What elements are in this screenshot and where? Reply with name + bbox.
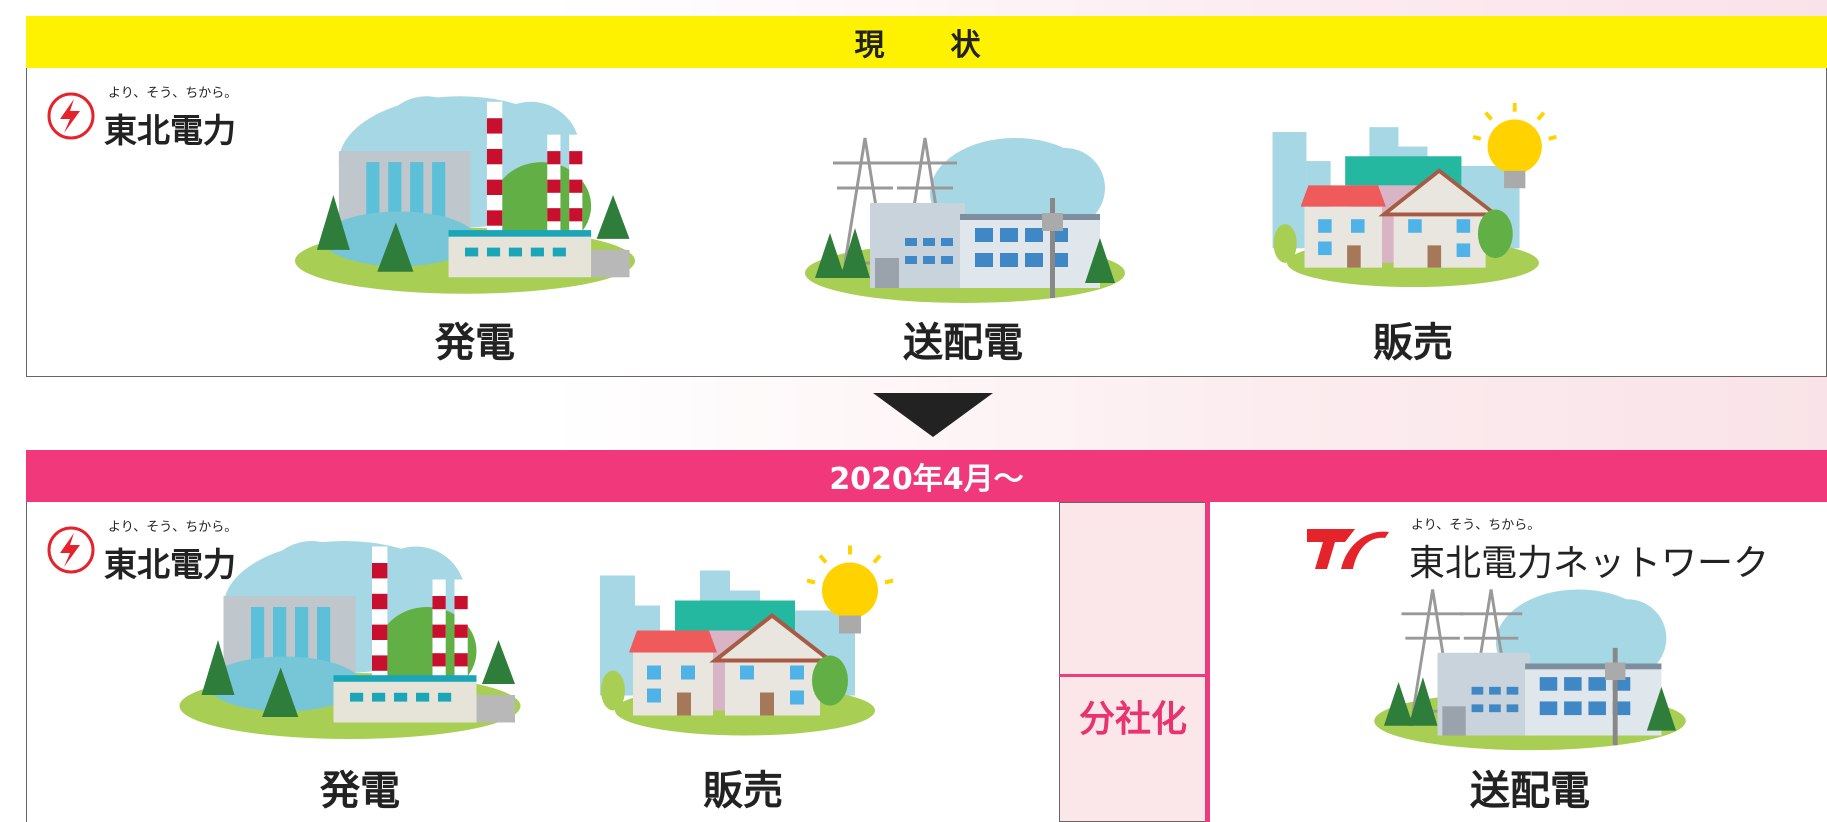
separation-divider <box>1205 502 1208 822</box>
network-logo: より、そう、ちから。 東北電力ネットワーク <box>1307 514 1769 586</box>
down-arrow-icon <box>873 393 993 437</box>
caption-generation-top: 発電 <box>435 320 515 366</box>
transmission-illustration <box>803 136 1127 305</box>
tohoku-company-panel <box>26 502 1060 822</box>
tohoku-name: 東北電力 <box>104 111 236 150</box>
caption-retail-bottom: 販売 <box>703 768 783 814</box>
tohoku-logo-bottom: より、そう、ちから。 東北電力 <box>46 516 238 586</box>
network-name: 東北電力ネットワーク <box>1409 543 1770 584</box>
current-state-band: 現 状 <box>26 16 1827 68</box>
separation-panel <box>1059 502 1207 822</box>
power-generation-illustration <box>295 96 635 294</box>
retail-illustration <box>1270 101 1559 289</box>
tohoku-logo-top: より、そう、ちから。 東北電力 <box>46 82 238 152</box>
after-band: 2020年4月～ <box>26 450 1827 502</box>
tohoku-tagline: より、そう、ちから。 <box>108 86 238 101</box>
network-tagline: より、そう、ちから。 <box>1411 518 1541 533</box>
separation-label: 分社化 <box>1078 699 1187 740</box>
retail-illustration <box>598 543 895 738</box>
caption-transmission-bottom: 送配電 <box>1470 768 1590 814</box>
tohoku-lightning-icon <box>47 526 95 574</box>
tohoku-tagline: より、そう、ちから。 <box>108 520 238 535</box>
caption-retail-top: 販売 <box>1373 320 1453 366</box>
after-title: 2020年4月～ <box>829 462 1024 497</box>
caption-transmission-top: 送配電 <box>903 320 1023 366</box>
power-generation-illustration <box>179 541 521 739</box>
tohoku-name: 東北電力 <box>104 545 236 584</box>
tohoku-lightning-icon <box>47 92 95 140</box>
separation-line <box>1059 674 1207 677</box>
caption-generation-bottom: 発電 <box>320 768 400 814</box>
current-state-title: 現 状 <box>854 28 999 63</box>
network-logo-icon <box>1307 529 1389 569</box>
transmission-illustration <box>1372 588 1688 752</box>
